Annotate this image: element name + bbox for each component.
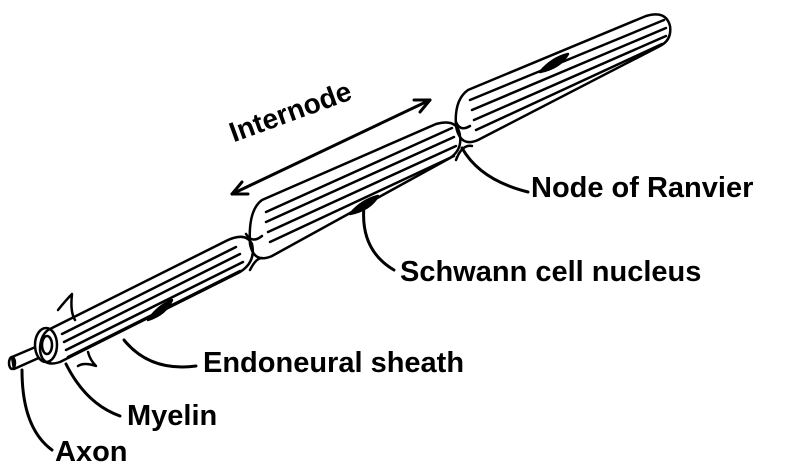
endoneural-sheath-label: Endoneural sheath: [203, 347, 464, 380]
leader-myelin: [66, 364, 120, 416]
leader-axon: [22, 370, 52, 450]
leader-endoneural-sheath: [124, 340, 196, 367]
myelin-segment-3: [456, 14, 671, 142]
node-of-ranvier-label: Node of Ranvier: [531, 172, 753, 205]
leader-schwann-nucleus: [364, 206, 394, 270]
axon-label: Axon: [55, 436, 128, 469]
myelin-segment-2: [250, 123, 461, 259]
leader-node-of-ranvier: [462, 148, 528, 192]
schwann-cell-nucleus-label: Schwann cell nucleus: [400, 256, 701, 289]
schwann-nucleus-3: [540, 54, 568, 72]
myelin-label: Myelin: [127, 400, 217, 433]
